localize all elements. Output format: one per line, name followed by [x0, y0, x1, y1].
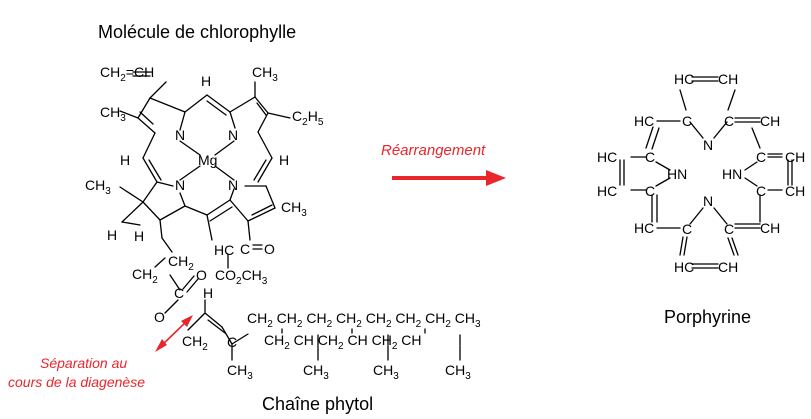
svg-text:H: H [134, 228, 144, 244]
porphyrin-nh-left: HN [667, 166, 687, 182]
svg-text:C: C [240, 241, 250, 257]
svg-text:C: C [756, 183, 766, 199]
svg-text:C: C [756, 149, 766, 165]
svg-text:C: C [682, 221, 692, 237]
svg-text:CH: CH [785, 149, 805, 165]
separation-label-line1: Séparation au [40, 355, 127, 371]
nitrogen-d: N [175, 177, 185, 193]
svg-text:HC: HC [597, 183, 617, 199]
svg-text:CH: CH [785, 183, 805, 199]
svg-text:CH3: CH3 [303, 362, 329, 382]
nitrogen-c: N [228, 177, 238, 193]
svg-text:CH3: CH3 [281, 199, 307, 219]
svg-text:H: H [201, 73, 211, 89]
magnesium: Mg [198, 152, 217, 168]
phytol-title: Chaîne phytol [262, 394, 373, 414]
svg-text:CH: CH [760, 113, 780, 129]
phytol-chain-labels: CH2 CH2 CH2 CH2 CH2 CH2 CH2 CH3 CH2 CH C… [247, 310, 481, 382]
separation-arrow [155, 315, 193, 352]
nitrogen-a: N [175, 127, 185, 143]
svg-text:CH3: CH3 [227, 362, 253, 382]
svg-text:C: C [682, 113, 692, 129]
svg-text:H: H [279, 152, 289, 168]
separation-label-line2: cours de la diagenèse [8, 374, 145, 390]
svg-text:CH2 CH2 CH2 CH2 CH2 CH2 CH2 CH: CH2 CH2 CH2 CH2 CH2 CH2 CH2 CH3 [247, 310, 481, 330]
porphyrin-bonds [619, 76, 793, 269]
svg-text:CH2: CH2 [168, 253, 194, 273]
svg-text:C: C [174, 285, 184, 301]
svg-text:CH3: CH3 [445, 362, 471, 382]
svg-text:C: C [645, 149, 655, 165]
svg-text:CH2: CH2 [132, 266, 158, 286]
svg-text:O: O [196, 267, 207, 283]
porphyrin-title: Porphyrine [664, 307, 751, 327]
svg-text:H: H [120, 152, 130, 168]
svg-text:C2H5: C2H5 [292, 108, 324, 128]
nitrogen-b: N [228, 127, 238, 143]
porphyrin-nh-right: HN [722, 166, 742, 182]
chlorophyll-atom-labels: CH2=CH H CH3 CH3 C2H5 N N Mg H H N N CH3… [85, 64, 324, 382]
svg-text:HC: HC [597, 149, 617, 165]
svg-text:HC: HC [634, 220, 654, 236]
svg-text:C: C [227, 334, 237, 350]
svg-text:CH3: CH3 [373, 362, 399, 382]
svg-text:CH2: CH2 [182, 333, 208, 353]
porphyrin-nitrogen-top: N [703, 137, 713, 153]
chlorophyll-bonds [119, 71, 461, 361]
svg-text:HC: HC [674, 259, 694, 275]
svg-text:CO2CH3: CO2CH3 [215, 267, 268, 287]
porphyrin-nitrogen-bottom: N [703, 193, 713, 209]
svg-text:CH: CH [718, 259, 738, 275]
svg-text:HC: HC [214, 242, 234, 258]
porphyrin-atom-labels: HC CH HC C C CH N HC C C CH HN HN HC C C… [597, 71, 805, 275]
chlorophyll-title: Molécule de chlorophylle [98, 22, 296, 42]
svg-text:C: C [724, 221, 734, 237]
rearrangement-label: Réarrangement [381, 142, 486, 159]
svg-text:O: O [154, 309, 165, 325]
svg-text:CH2=CH: CH2=CH [100, 64, 154, 84]
svg-text:CH3: CH3 [85, 177, 111, 197]
svg-text:O: O [264, 241, 275, 257]
svg-text:HC: HC [674, 71, 694, 87]
svg-text:HC: HC [634, 113, 654, 129]
svg-text:H: H [107, 227, 117, 243]
svg-text:C: C [724, 113, 734, 129]
rearrangement-arrow [392, 170, 506, 186]
svg-text:CH3: CH3 [100, 104, 126, 124]
svg-text:CH: CH [760, 220, 780, 236]
svg-text:H: H [203, 285, 213, 301]
svg-text:CH: CH [718, 71, 738, 87]
svg-text:CH2 CH CH2 CH CH2 CH: CH2 CH CH2 CH CH2 CH [264, 332, 422, 352]
svg-text:CH3: CH3 [252, 64, 278, 84]
svg-text:C: C [645, 183, 655, 199]
